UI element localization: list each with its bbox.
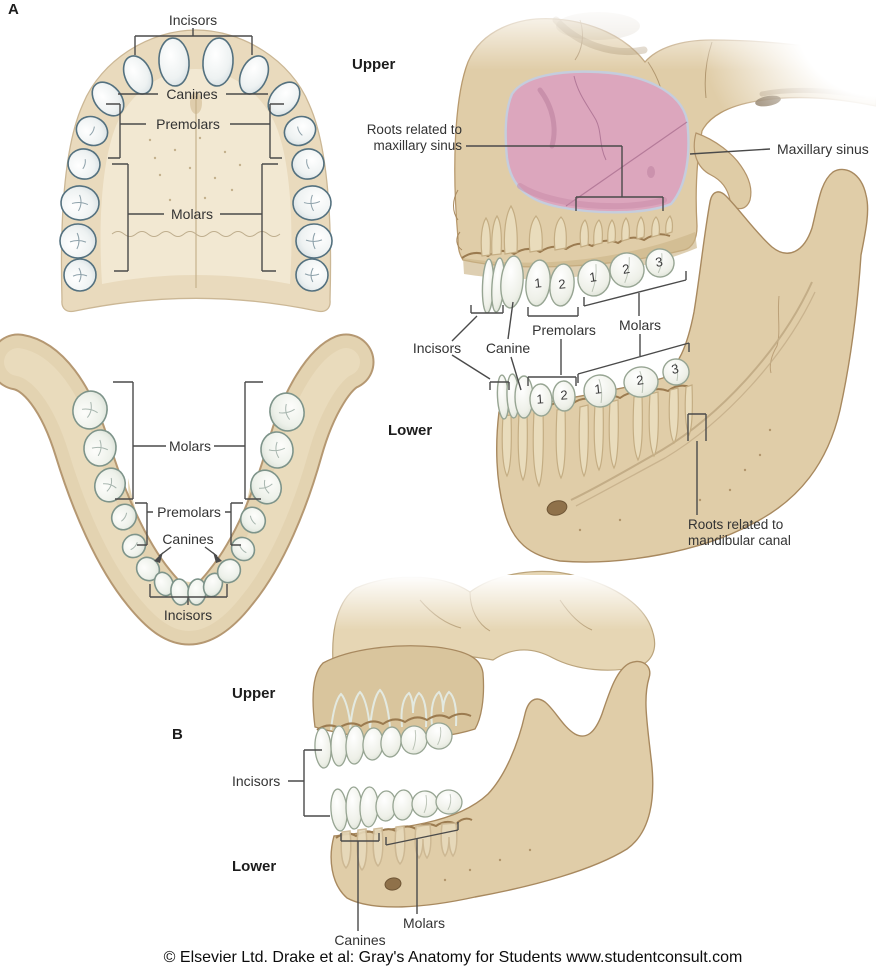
upper-arch-canines-label: Canines xyxy=(166,86,218,102)
maxillary-sinus-label: Maxillary sinus xyxy=(777,141,869,157)
mandible-b xyxy=(330,660,654,908)
lower-arch-premolars-label: Premolars xyxy=(157,504,221,520)
lower-roots-outlines xyxy=(340,822,458,872)
upper-teeth-crowns xyxy=(481,248,675,314)
occlusion-canines-label: Canines xyxy=(334,932,386,948)
canine-arrowhead-right xyxy=(213,552,222,563)
upper-premolar-1-number: 1 xyxy=(533,275,543,291)
upper-arch-teeth xyxy=(59,37,333,292)
occlusion-lower-label: Lower xyxy=(232,858,277,875)
panel-a-label: A xyxy=(8,1,19,18)
lower-arch-molars-label: Molars xyxy=(168,438,212,454)
lateral-upper-label: Upper xyxy=(352,56,396,73)
copyright-line: © Elsevier Ltd. Drake et al: Gray's Anat… xyxy=(163,949,743,966)
lower-premolar-1-number: 1 xyxy=(535,391,545,407)
lateral-incisors-label: Incisors xyxy=(412,340,462,356)
lower-teeth-roots xyxy=(501,384,693,488)
mental-foramen xyxy=(546,500,568,516)
mandible-b-speckles xyxy=(443,848,532,882)
lateral-canine-label: Canine xyxy=(485,340,531,356)
upper-premolar-2-number: 2 xyxy=(557,276,567,292)
lateral-skull-illustration xyxy=(440,0,876,563)
palate-stipples xyxy=(148,136,242,202)
occlusion-upper-crowns xyxy=(314,722,453,769)
occlusion-leader-lines xyxy=(288,749,459,931)
upper-roots-outlines xyxy=(330,688,458,731)
upper-arch-leader-lines xyxy=(106,28,284,272)
upper-arch-illustration xyxy=(59,28,333,313)
upper-arch-molars-label: Molars xyxy=(170,206,214,222)
mandible-speckles xyxy=(578,428,772,532)
lower-premolar-2-number: 2 xyxy=(559,387,569,403)
canine-arrowhead-left xyxy=(154,552,163,563)
lower-arch-incisors-label: Incisors xyxy=(163,607,213,623)
lower-arch-teeth xyxy=(72,390,305,606)
occlusion-skull-illustration xyxy=(288,570,680,931)
lower-molar-1-number: 1 xyxy=(593,381,603,397)
lower-teeth-crowns xyxy=(496,358,690,420)
lower-arch-illustration xyxy=(0,333,375,646)
upper-arch-premolars-label: Premolars xyxy=(156,116,220,132)
lateral-premolars-label: Premolars xyxy=(532,322,596,338)
panel-b-label: B xyxy=(172,726,183,743)
lateral-lower-label: Lower xyxy=(388,422,433,439)
mental-foramen-b xyxy=(384,877,402,891)
occlusion-molars-label: Molars xyxy=(402,915,446,931)
maxillary-sinus-region xyxy=(504,70,690,214)
lateral-leader-lines xyxy=(451,145,771,515)
upper-arch-incisors-label: Incisors xyxy=(168,12,218,28)
roots-mandibular-canal-label: Roots related to mandibular canal xyxy=(688,517,791,548)
upper-teeth-roots xyxy=(480,204,673,257)
occlusion-lower-crowns xyxy=(330,786,463,832)
roots-maxillary-sinus-label: Roots related to maxillary sinus xyxy=(366,122,462,153)
occlusion-upper-label: Upper xyxy=(232,685,276,702)
occlusion-incisors-label: Incisors xyxy=(232,773,281,789)
lower-arch-canines-label: Canines xyxy=(162,531,214,547)
mandibular-canal xyxy=(570,281,813,501)
lateral-molars-label: Molars xyxy=(618,317,662,333)
